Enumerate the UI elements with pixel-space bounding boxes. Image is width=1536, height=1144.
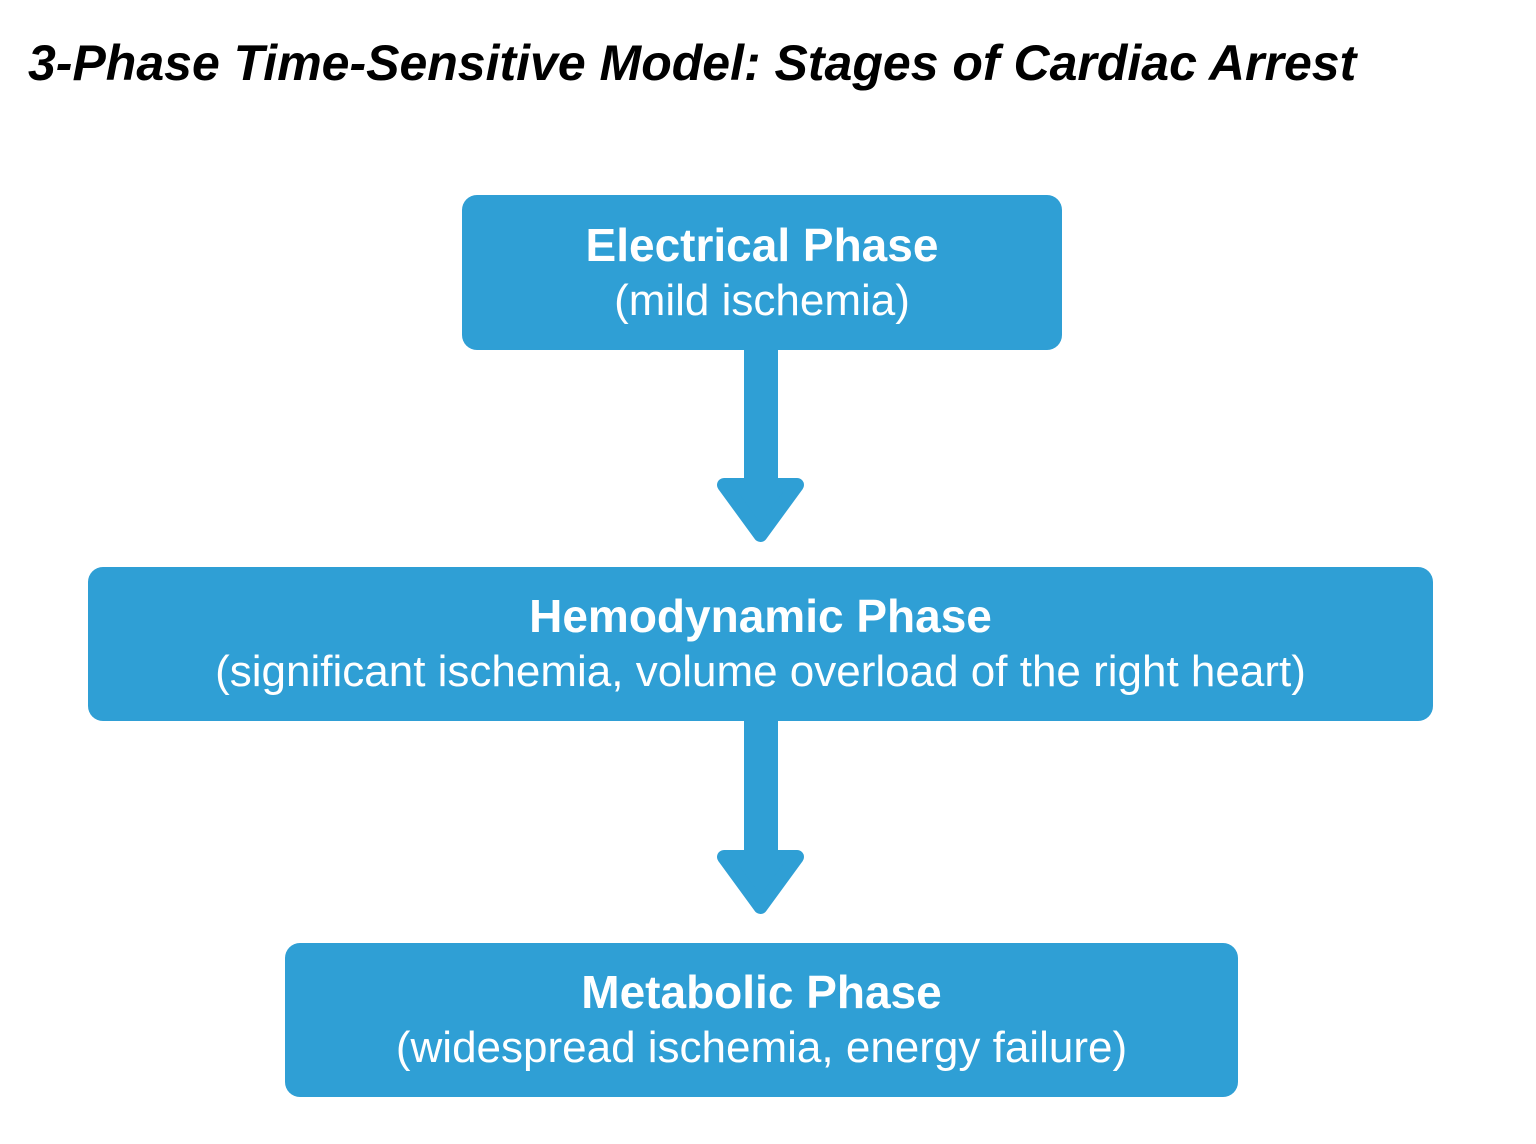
node-title: Metabolic Phase [581, 966, 942, 1018]
node-subtitle: (mild ischemia) [614, 275, 910, 325]
node-subtitle: (widespread ischemia, energy failure) [395, 1023, 1128, 1072]
node-electrical-phase: Electrical Phase (mild ischemia) [462, 195, 1062, 350]
node-subtitle: (significant ischemia, volume overload o… [215, 647, 1306, 696]
node-metabolic-phase: Metabolic Phase (widespread ischemia, en… [285, 943, 1238, 1097]
down-arrow-hemodynamic-to-metabolic [717, 721, 804, 914]
node-title: Electrical Phase [585, 218, 939, 271]
page-title: 3-Phase Time-Sensitive Model: Stages of … [28, 35, 1357, 91]
node-title: Hemodynamic Phase [529, 590, 992, 642]
down-arrow-electrical-to-hemodynamic [717, 349, 804, 542]
node-hemodynamic-phase: Hemodynamic Phase (significant ischemia,… [88, 567, 1433, 721]
